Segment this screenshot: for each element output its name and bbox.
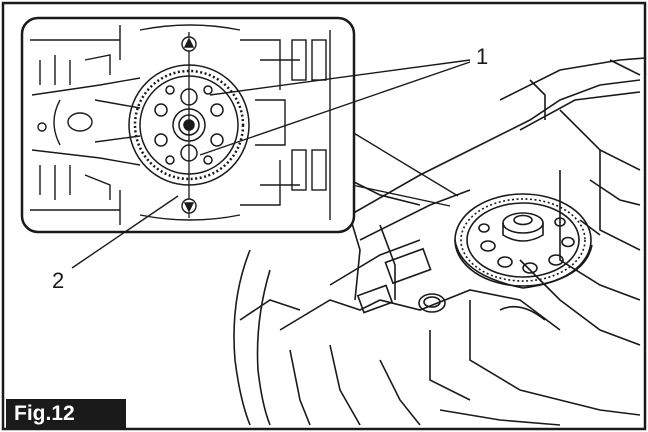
screw-boss (418, 293, 446, 313)
inset-parts (30, 24, 331, 225)
callout-1-label: 1 (476, 44, 489, 69)
gear-icon (454, 193, 593, 289)
detail-inset (20, 16, 356, 234)
figure-label: Fig.12 (6, 399, 126, 429)
machine-housing (233, 57, 646, 426)
alignment-mark-triangle-icon (181, 198, 197, 214)
callout-2-leader (71, 195, 179, 269)
alignment-mark-triangle-icon (181, 36, 197, 52)
callout-1-leaders (199, 59, 471, 156)
zoom-leader-lines (351, 131, 459, 207)
callout-2-label: 2 (52, 268, 65, 293)
